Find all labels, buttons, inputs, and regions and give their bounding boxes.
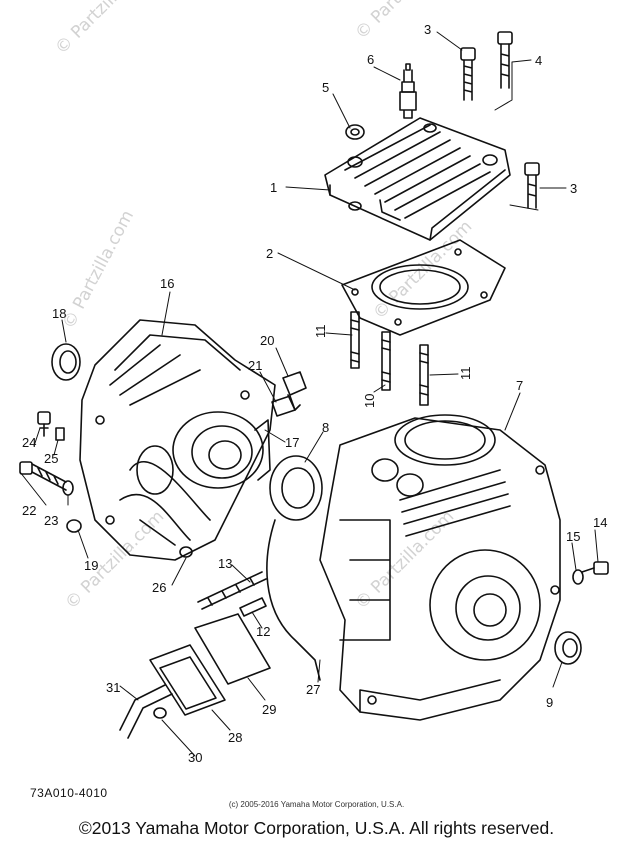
oil-seal-8 [269,455,323,521]
washer-23 [62,480,74,496]
callout-15: 15 [566,529,580,544]
callout-11a: 11 [313,325,328,339]
bolt-14 [581,561,609,575]
plug-26 [179,546,193,558]
callout-10: 10 [362,394,377,408]
oil-seal-18 [51,343,81,381]
oil-seal-9 [554,631,582,665]
callout-22: 22 [22,503,36,518]
callout-19: 19 [84,558,98,573]
callout-3: 3 [424,22,431,37]
callout-16: 16 [160,276,174,291]
leader-lines [19,31,599,757]
hose-31 [119,684,173,739]
callout-11b: 11 [458,367,473,381]
watermark-3: © Partzilla.com [59,207,138,332]
callout-14: 14 [593,515,607,530]
callout-5: 5 [322,80,329,95]
dowel-25 [55,427,65,441]
watermark-2: © Partzilla.com [351,0,458,44]
stud-11b [419,344,429,406]
callout-6: 6 [367,52,374,67]
bolt-3a [460,47,476,101]
callout-29: 29 [262,702,276,717]
clamp-30 [153,707,167,719]
callout-8: 8 [322,420,329,435]
head-gasket [341,239,506,336]
bolt-3b [524,162,540,209]
crankcase-cover [79,319,276,561]
diagram-code: 73A010-4010 [30,786,108,800]
stud-11a [350,311,360,369]
bolt-24 [37,411,51,437]
callout-9: 9 [546,695,553,710]
callout-3b: 3 [570,181,577,196]
crankcase [319,414,561,721]
watermark-1: © Partzilla.com [51,0,158,59]
dowel-12 [239,597,267,617]
callout-25: 25 [44,451,58,466]
callout-12: 12 [256,624,270,639]
callout-18: 18 [52,306,66,321]
stud-10 [381,331,391,391]
callout-13: 13 [218,556,232,571]
spark-plug-6 [399,63,417,119]
breather-20 [282,371,307,411]
watermark-5: © Partzilla.com [61,507,168,614]
callout-2: 2 [266,246,273,261]
stud-13 [197,571,267,610]
crankcase-gasket-27 [266,519,321,681]
callout-23: 23 [44,513,58,528]
callouts: 1 2 3 3 4 5 6 7 8 9 10 11 11 12 13 14 15… [22,22,607,765]
callout-20: 20 [260,333,274,348]
callout-24: 24 [22,435,36,450]
callout-28: 28 [228,730,242,745]
cover-28 [149,644,226,716]
bolt-4 [497,31,513,89]
callout-4: 4 [535,53,542,68]
washer-15 [572,569,584,585]
washer-5 [345,124,365,140]
callout-7: 7 [516,378,523,393]
gasket-21 [271,395,296,417]
gasket-17 [254,419,271,481]
cylinder-head [324,117,511,241]
callout-30: 30 [188,750,202,765]
copyright-small: (c) 2005-2016 Yamaha Motor Corporation, … [228,800,405,809]
copyright-main: ©2013 Yamaha Motor Corporation, U.S.A. A… [78,818,555,838]
callout-17: 17 [285,435,299,450]
callout-27: 27 [306,682,320,697]
callout-26: 26 [152,580,166,595]
gasket-29 [194,613,271,685]
callout-1: 1 [270,180,277,195]
callout-31: 31 [106,680,120,695]
bolt-22 [19,461,67,491]
drain-plug-19 [66,519,82,533]
callout-21: 21 [248,358,262,373]
